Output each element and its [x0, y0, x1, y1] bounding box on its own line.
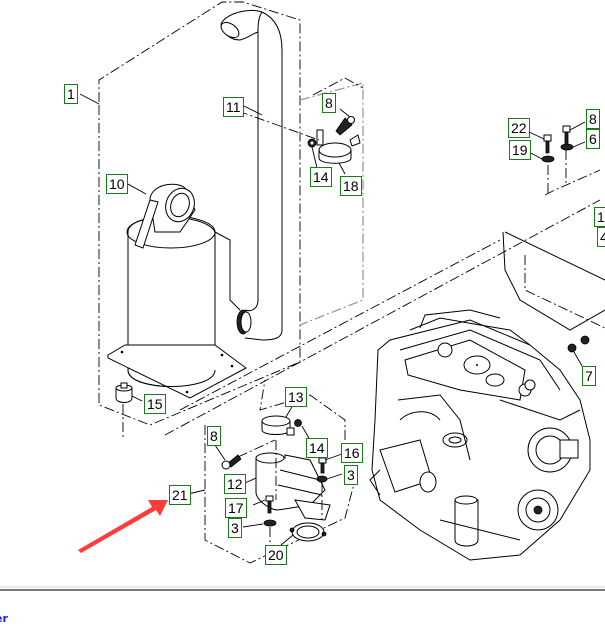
callout-8-clamp[interactable]: 8 [322, 93, 336, 113]
callout-22[interactable]: 22 [508, 118, 530, 138]
bolt-22 [543, 134, 552, 142]
muffler-base-plate [107, 344, 247, 399]
exhaust-stack [221, 9, 283, 341]
engine-bracket [502, 231, 605, 331]
clamp-band [318, 142, 352, 158]
mount-line-1 [164, 199, 601, 436]
mount-line-3 [544, 169, 601, 196]
callout-10[interactable]: 10 [106, 174, 128, 194]
callout-8-engine[interactable]: 8 [586, 109, 600, 129]
callout-17[interactable]: 17 [225, 498, 247, 518]
engine-block [369, 309, 591, 561]
callout-16[interactable]: 16 [341, 443, 363, 463]
callout-14-clamp[interactable]: 14 [310, 167, 332, 187]
callout-14-pipe[interactable]: 14 [306, 438, 328, 458]
callout-15[interactable]: 15 [144, 394, 166, 414]
clamp-13 [261, 415, 291, 427]
callout-3-lower[interactable]: 3 [228, 518, 242, 538]
callout-1-cutoff[interactable]: 1 [594, 207, 605, 227]
callout-4-cutoff[interactable]: 4 [597, 227, 605, 247]
callout-21[interactable]: 21 [169, 485, 191, 505]
washer-6 [560, 143, 574, 151]
exploded-view-drawing [78, 1, 605, 564]
highlight-arrow [78, 500, 168, 553]
group-outline-clamp-inner [312, 77, 364, 96]
callout-7[interactable]: 7 [582, 366, 596, 386]
divider-light [0, 586, 605, 588]
callout-3-upper[interactable]: 3 [344, 465, 358, 485]
callout-18[interactable]: 18 [340, 176, 362, 196]
parts-diagram: 1 11 8 14 18 10 22 8 19 6 1 4 7 15 13 8 … [64, 1, 605, 565]
group-outline-clamp [299, 82, 364, 326]
divider-dark [0, 589, 605, 591]
callout-13[interactable]: 13 [285, 387, 307, 407]
callout-19[interactable]: 19 [509, 140, 531, 160]
callout-1[interactable]: 1 [64, 84, 78, 104]
footer-link[interactable]: er [0, 612, 8, 625]
bolt-8-engine [562, 125, 571, 133]
callout-11[interactable]: 11 [223, 97, 244, 117]
rubber-mount [115, 387, 133, 403]
washer-19 [541, 155, 555, 163]
callout-20[interactable]: 20 [265, 545, 287, 565]
group-outline-muffler [98, 1, 301, 426]
callout-8-pipe[interactable]: 8 [207, 426, 221, 446]
callout-12[interactable]: 12 [224, 474, 246, 494]
callout-6[interactable]: 6 [586, 129, 600, 149]
mount-line-2 [179, 239, 501, 411]
